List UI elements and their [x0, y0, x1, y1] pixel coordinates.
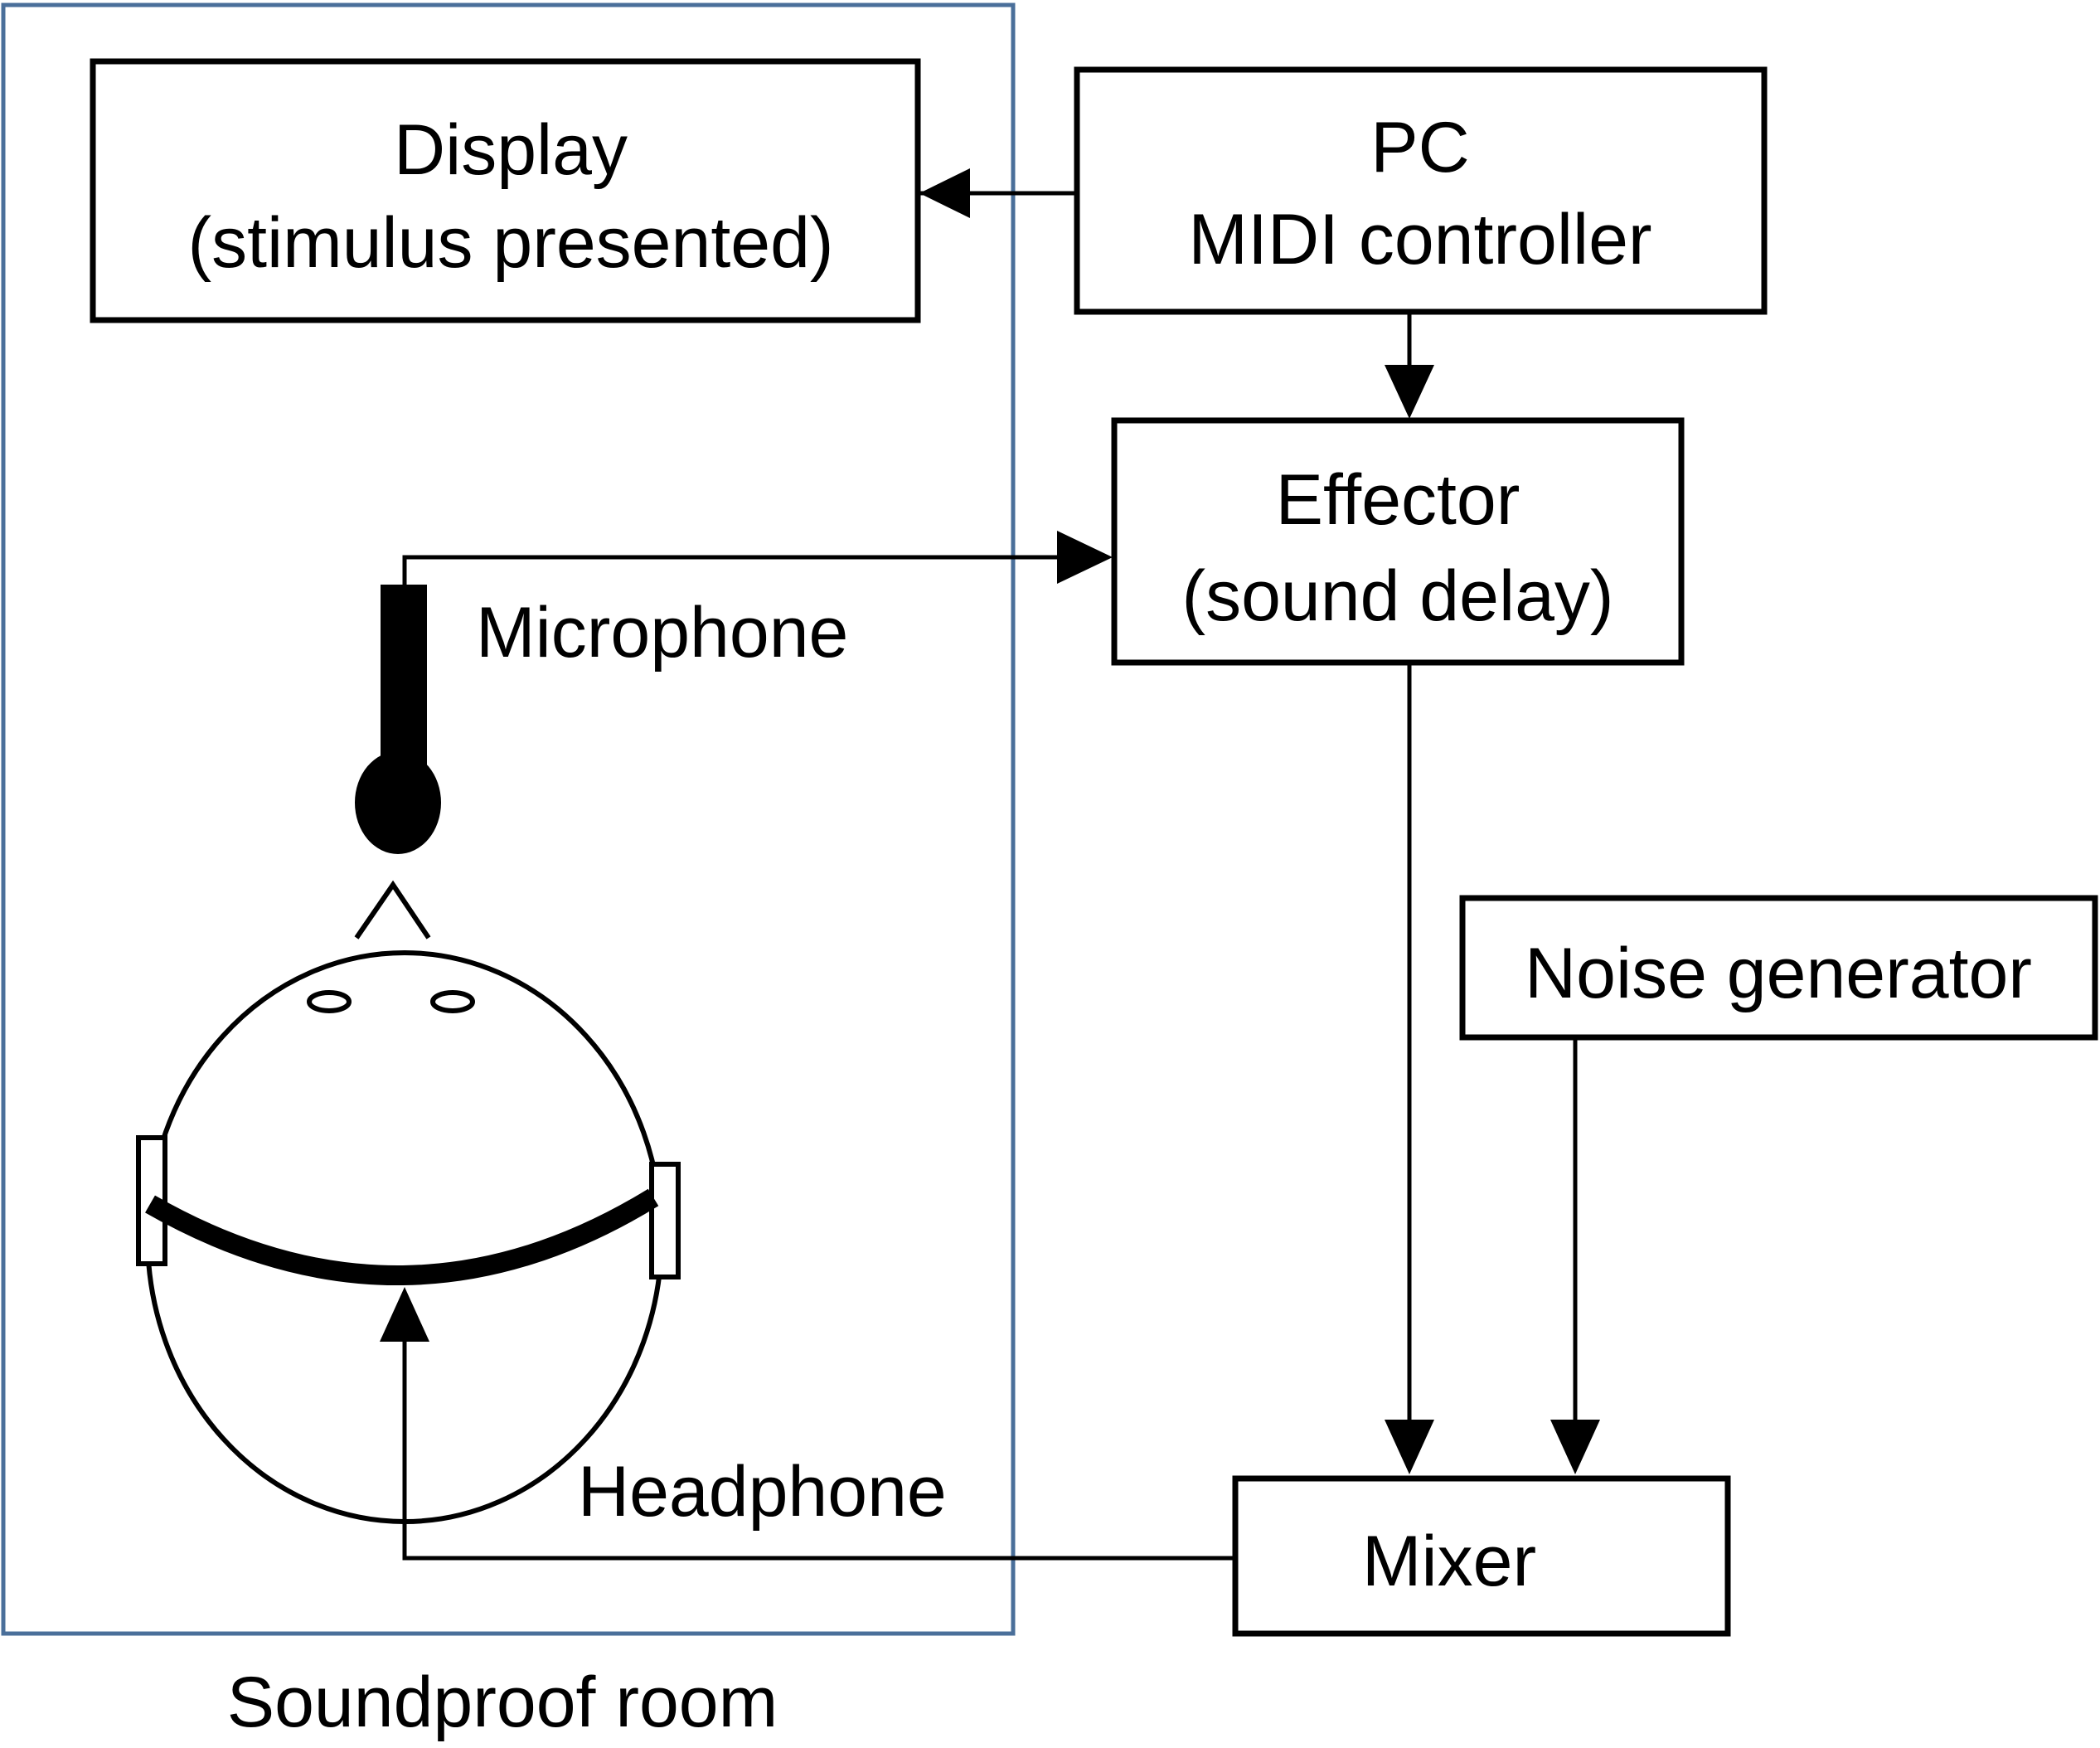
arrowhead-effector-left	[1057, 531, 1113, 584]
pc-subtitle: MIDI controller	[1188, 200, 1651, 279]
microphone-icon	[355, 585, 441, 854]
display-title: Display	[394, 110, 628, 190]
soundproof-room-boundary	[1, 2, 1016, 1636]
right-earcup	[649, 1162, 681, 1279]
effector-title: Effector	[1276, 460, 1520, 540]
arrowhead-effector-top	[1385, 365, 1434, 419]
noise-generator-label: Noise generator	[1525, 934, 2032, 1013]
arrowhead-mixer-left	[1385, 1420, 1434, 1474]
nose-icon	[354, 880, 431, 940]
headphone-icon	[136, 1135, 681, 1285]
arrowhead-headphone	[380, 1287, 429, 1342]
soundproof-room-label: Soundproof room	[227, 1663, 778, 1742]
connectors	[380, 168, 1600, 1561]
right-eye-icon	[430, 990, 475, 1013]
arrow-mixer-to-headphone	[402, 1339, 1234, 1561]
mixer-label: Mixer	[1362, 1522, 1536, 1601]
pc-title: PC	[1370, 108, 1469, 187]
display-box: Display (stimulus presented)	[90, 58, 921, 323]
display-subtitle: (stimulus presented)	[187, 203, 833, 283]
left-eye-icon	[307, 990, 352, 1013]
arrow-mic-to-effector	[402, 555, 1061, 585]
noise-generator-box: Noise generator	[1459, 895, 2098, 1041]
mixer-box: Mixer	[1232, 1475, 1731, 1637]
arrowhead-display	[919, 168, 970, 218]
pc-box: PC MIDI controller	[1074, 66, 1768, 315]
headphone-label: Headphone	[578, 1452, 947, 1532]
headphone-band	[145, 1188, 659, 1285]
effector-subtitle: (sound delay)	[1181, 556, 1613, 636]
arrowhead-mixer-right	[1550, 1420, 1600, 1474]
effector-box: Effector (sound delay)	[1111, 417, 1685, 666]
microphone-label: Microphone	[476, 593, 848, 672]
left-earcup	[136, 1135, 167, 1266]
